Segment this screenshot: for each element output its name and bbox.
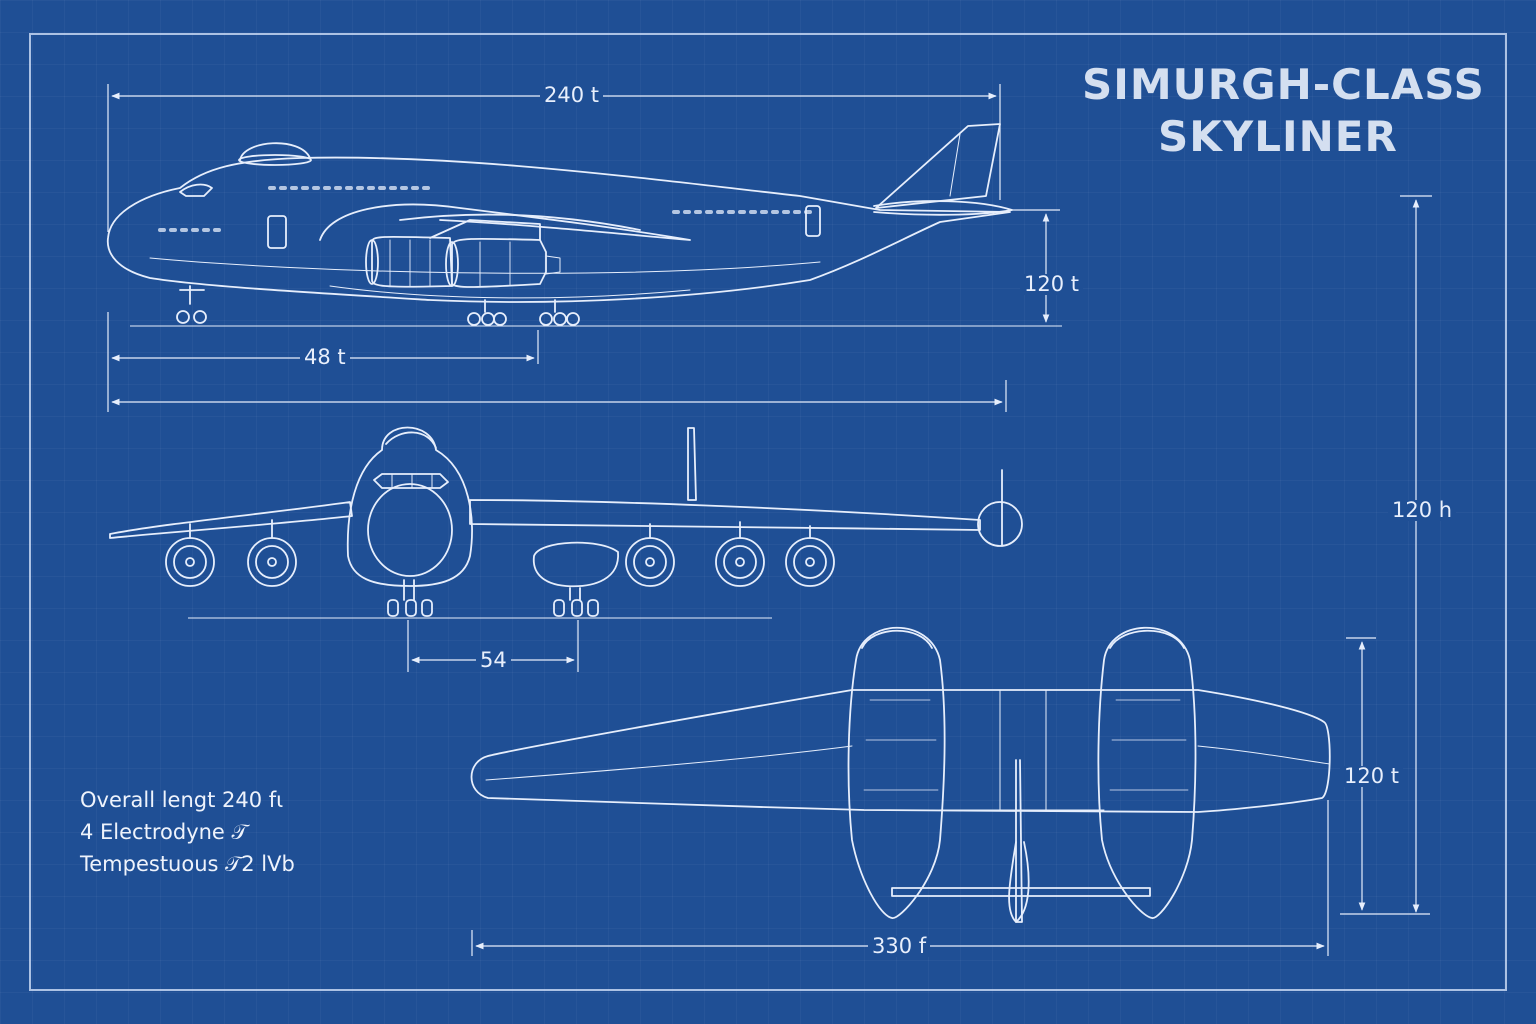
title-line-2: SKYLINER — [1158, 112, 1398, 161]
side-view-aircraft — [108, 124, 1012, 325]
dimension-length-label: 240 t — [540, 85, 603, 106]
top-view-aircraft — [472, 628, 1331, 922]
dimension-side-height-label: 120 t — [1020, 274, 1083, 295]
dimension-gear-track-label: 54 — [476, 650, 511, 671]
top-view-dimension-lines — [472, 638, 1430, 956]
blueprint-border — [29, 33, 1507, 991]
dimension-overall-height-label: 120 h — [1388, 500, 1457, 521]
dimension-top-height-label: 120 t — [1340, 766, 1403, 787]
spec-line-3: Tempestuous 𝒯2 lVb — [80, 852, 295, 876]
dimension-span-label: 330 f — [868, 936, 931, 957]
side-view-dimension-lines — [108, 84, 1062, 412]
title-line-1: SIMURGH-CLASS — [1082, 60, 1485, 109]
spec-line-2: 4 Electrodyne 𝒯 — [80, 820, 248, 844]
front-view-aircraft — [110, 428, 1022, 617]
spec-line-1: Overall lengt 240 fɩ — [80, 788, 284, 812]
dimension-gear-offset-label: 48 t — [300, 347, 350, 368]
